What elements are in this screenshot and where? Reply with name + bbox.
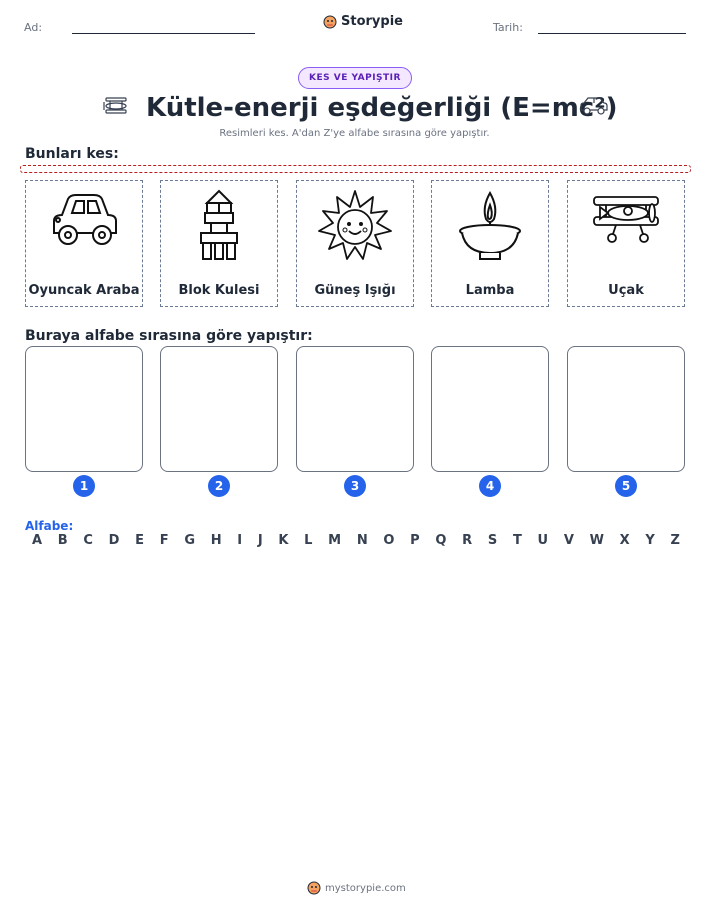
block-tower-icon <box>200 189 238 260</box>
paste-box-4[interactable] <box>431 346 549 472</box>
alphabet-letter: E <box>135 533 145 548</box>
airplane-doodle-icon <box>103 97 127 114</box>
alphabet-letter: F <box>159 533 169 548</box>
footer-url: mystorypie.com <box>325 882 406 894</box>
paste-number-5: 5 <box>615 475 637 497</box>
alphabet-row: A B C D E F G H I J K L M N O P Q R S T … <box>32 533 680 548</box>
alphabet-letter: V <box>563 533 574 548</box>
paste-box-5[interactable] <box>567 346 685 472</box>
storypie-mascot-icon <box>307 881 321 895</box>
alphabet-letter: K <box>278 533 289 548</box>
airplane-icon <box>593 196 659 243</box>
activity-badge: KES VE YAPIŞTIR <box>298 67 412 89</box>
alphabet-letter: J <box>257 533 263 548</box>
alphabet-letter: T <box>512 533 522 548</box>
alphabet-letter: B <box>57 533 68 548</box>
paste-box-3[interactable] <box>296 346 414 472</box>
alphabet-letter: D <box>108 533 120 548</box>
date-label: Tarih: <box>493 21 523 34</box>
paste-box-1[interactable] <box>25 346 143 472</box>
card-label: Güneş Işığı <box>314 283 396 298</box>
paste-section-label: Buraya alfabe sırasına göre yapıştır: <box>25 328 313 344</box>
alphabet-letter: G <box>184 533 195 548</box>
alphabet-letter: I <box>237 533 243 548</box>
footer: mystorypie.com <box>307 881 406 895</box>
alphabet-letter: U <box>537 533 549 548</box>
cut-card-block-tower[interactable]: Blok Kulesi <box>160 180 278 307</box>
oil-lamp-icon <box>459 190 521 260</box>
cut-section-label: Bunları kes: <box>25 146 119 162</box>
name-line[interactable] <box>72 33 255 34</box>
alphabet-letter: R <box>462 533 473 548</box>
card-label: Lamba <box>465 283 515 298</box>
alphabet-letter: O <box>383 533 395 548</box>
paste-number-1: 1 <box>73 475 95 497</box>
alphabet-letter: H <box>210 533 222 548</box>
card-label: Oyuncak Araba <box>28 283 140 298</box>
date-line[interactable] <box>538 33 686 34</box>
sun-icon <box>318 190 392 260</box>
alphabet-letter: M <box>328 533 342 548</box>
car-doodle-icon <box>580 97 608 115</box>
alphabet-letter: Q <box>435 533 447 548</box>
name-label: Ad: <box>24 21 43 34</box>
card-label: Blok Kulesi <box>178 283 260 298</box>
card-label: Uçak <box>608 283 644 298</box>
storypie-mascot-icon <box>323 15 337 28</box>
alphabet-letter: W <box>589 533 604 548</box>
alphabet-letter: N <box>356 533 368 548</box>
alphabet-letter: Y <box>645 533 655 548</box>
alphabet-letter: L <box>304 533 313 548</box>
paste-number-3: 3 <box>344 475 366 497</box>
instructions: Resimleri kes. A'dan Z'ye alfabe sırasın… <box>219 128 490 139</box>
paste-number-4: 4 <box>479 475 501 497</box>
brand-logo: Storypie <box>323 14 403 29</box>
alphabet-letter: S <box>487 533 498 548</box>
alphabet-letter: X <box>619 533 630 548</box>
alphabet-label: Alfabe: <box>25 519 74 533</box>
alphabet-letter: A <box>32 533 43 548</box>
cut-card-toy-car[interactable]: Oyuncak Araba <box>25 180 143 307</box>
cut-line <box>20 165 691 173</box>
alphabet-letter: C <box>83 533 93 548</box>
paste-box-2[interactable] <box>160 346 278 472</box>
cut-card-sunlight[interactable]: Güneş Işığı <box>296 180 414 307</box>
alphabet-letter: P <box>410 533 420 548</box>
brand-name: Storypie <box>341 14 403 29</box>
cut-card-lamp[interactable]: Lamba <box>431 180 549 307</box>
cut-card-airplane[interactable]: Uçak <box>567 180 685 307</box>
alphabet-letter: Z <box>670 533 680 548</box>
toy-car-icon <box>53 194 117 245</box>
paste-number-2: 2 <box>208 475 230 497</box>
page-title: Kütle-enerji eşdeğerliği (E=mc²) <box>146 93 618 123</box>
